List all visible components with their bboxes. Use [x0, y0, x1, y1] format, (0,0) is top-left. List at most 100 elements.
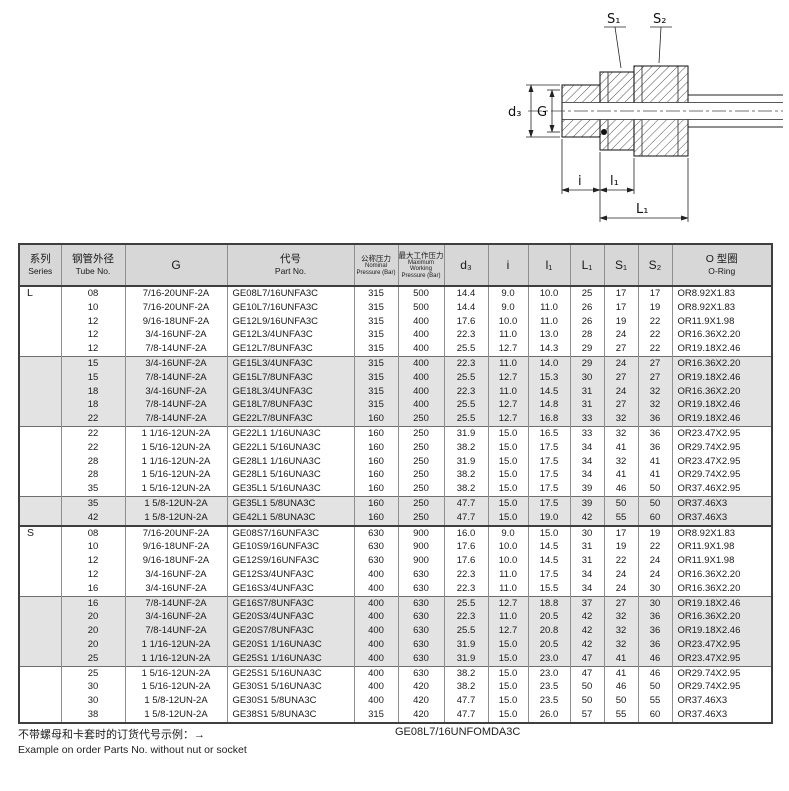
- series-label-cell: [18, 567, 62, 582]
- cell-oring: OR19.18X2.46: [671, 342, 773, 357]
- cell-i: 12.7: [487, 370, 529, 385]
- cell-oring: OR23.47X2.95: [671, 425, 773, 441]
- cell-g: 7/8-14UNF-2A: [124, 342, 228, 357]
- cell-part: GE16S3/4UNFA3C: [226, 581, 355, 597]
- cell-tube: 12: [60, 342, 126, 357]
- cell-s1: 41: [603, 440, 639, 455]
- cell-tube: 22: [60, 440, 126, 455]
- cell-oring: OR37.46X3: [671, 495, 773, 511]
- cell-i: 9.0: [487, 285, 529, 301]
- cell-part: GE35L1 5/16UNA3C: [226, 482, 355, 497]
- cell-max: 420: [397, 694, 445, 708]
- cell-part: GE12S9/16UNFA3C: [226, 554, 355, 568]
- header-g-label: G: [171, 258, 181, 272]
- cell-s1: 46: [603, 680, 639, 695]
- cell-s1: 24: [603, 328, 639, 343]
- cell-d3: 25.5: [443, 342, 489, 357]
- header-g: G: [124, 244, 228, 287]
- cell-s1: 41: [603, 468, 639, 483]
- cell-s2: 36: [637, 440, 673, 455]
- cell-d3: 47.7: [443, 510, 489, 526]
- cell-i: 15.0: [487, 454, 529, 469]
- cell-s2: 19: [637, 524, 673, 541]
- cell-tube: 18: [60, 384, 126, 399]
- cell-g: 7/16-20UNF-2A: [124, 524, 228, 541]
- header-l1: l₁: [527, 244, 571, 287]
- cell-nominal: 630: [353, 524, 399, 541]
- cell-L1: 33: [569, 412, 605, 427]
- cell-L1: 42: [569, 510, 605, 526]
- cell-g: 1 5/8-12UN-2A: [124, 495, 228, 511]
- cell-l1: 15.5: [527, 581, 571, 597]
- cell-L1: 31: [569, 554, 605, 568]
- series-label-cell: [18, 680, 62, 695]
- cell-max: 250: [397, 412, 445, 427]
- cell-nominal: 400: [353, 651, 399, 667]
- cell-i: 15.0: [487, 680, 529, 695]
- cell-d3: 22.3: [443, 581, 489, 597]
- series-label-cell: [18, 495, 62, 511]
- series-label-cell: [18, 707, 62, 723]
- cell-oring: OR19.18X2.46: [671, 412, 773, 427]
- cell-i: 10.0: [487, 314, 529, 329]
- cell-s1: 41: [603, 665, 639, 681]
- cell-L1: 26: [569, 300, 605, 315]
- cell-s1: 24: [603, 581, 639, 597]
- cell-max: 630: [397, 651, 445, 667]
- diagram-area: S₁ S₂ d₃ G i l₁ L₁: [500, 6, 785, 241]
- cell-i: 11.0: [487, 328, 529, 343]
- cell-i: 11.0: [487, 384, 529, 399]
- cell-i: 11.0: [487, 581, 529, 597]
- cell-L1: 29: [569, 342, 605, 357]
- cell-nominal: 315: [353, 285, 399, 301]
- label-g: G: [537, 105, 547, 120]
- cell-s2: 30: [637, 595, 673, 611]
- header-oring-en: O-Ring: [708, 266, 736, 277]
- cell-d3: 31.9: [443, 637, 489, 652]
- cell-i: 12.7: [487, 412, 529, 427]
- series-label-cell: [18, 314, 62, 329]
- cell-max: 250: [397, 495, 445, 511]
- cell-i: 15.0: [487, 440, 529, 455]
- cell-s2: 41: [637, 454, 673, 469]
- cell-l1: 17.5: [527, 567, 571, 582]
- cell-g: 1 1/16-12UN-2A: [124, 637, 228, 652]
- cell-oring: OR16.36X2.20: [671, 328, 773, 343]
- label-d3: d₃: [508, 105, 521, 120]
- cell-oring: OR37.46X2.95: [671, 482, 773, 497]
- cell-nominal: 400: [353, 595, 399, 611]
- cell-tube: 22: [60, 425, 126, 441]
- cell-s2: 60: [637, 510, 673, 526]
- cell-part: GE42L1 5/8UNA3C: [226, 510, 355, 526]
- cell-part: GE12S3/4UNFA3C: [226, 567, 355, 582]
- cell-L1: 31: [569, 398, 605, 413]
- cell-l1: 13.0: [527, 328, 571, 343]
- cell-s2: 17: [637, 285, 673, 301]
- header-series: 系列 Series: [18, 244, 62, 287]
- header-s2-label: S₂: [648, 258, 662, 272]
- cell-d3: 38.2: [443, 680, 489, 695]
- cell-g: 1 5/8-12UN-2A: [124, 707, 228, 723]
- cell-nominal: 315: [353, 342, 399, 357]
- cell-part: GE20S3/4UNFA3C: [226, 610, 355, 625]
- cell-nominal: 315: [353, 707, 399, 723]
- cell-oring: OR37.46X3: [671, 510, 773, 526]
- cell-i: 15.0: [487, 510, 529, 526]
- cell-nominal: 315: [353, 398, 399, 413]
- cell-l1: 20.5: [527, 610, 571, 625]
- cell-d3: 17.6: [443, 314, 489, 329]
- spec-table: 系列 Series 钢管外径 Tube No. G 代号 Part No. 公称…: [18, 243, 773, 724]
- series-label-cell: [18, 595, 62, 611]
- cell-L1: 34: [569, 454, 605, 469]
- cell-L1: 34: [569, 468, 605, 483]
- header-L1: L₁: [569, 244, 605, 287]
- cell-l1: 23.0: [527, 665, 571, 681]
- series-label-cell: [18, 412, 62, 427]
- header-series-zh: 系列: [29, 253, 51, 266]
